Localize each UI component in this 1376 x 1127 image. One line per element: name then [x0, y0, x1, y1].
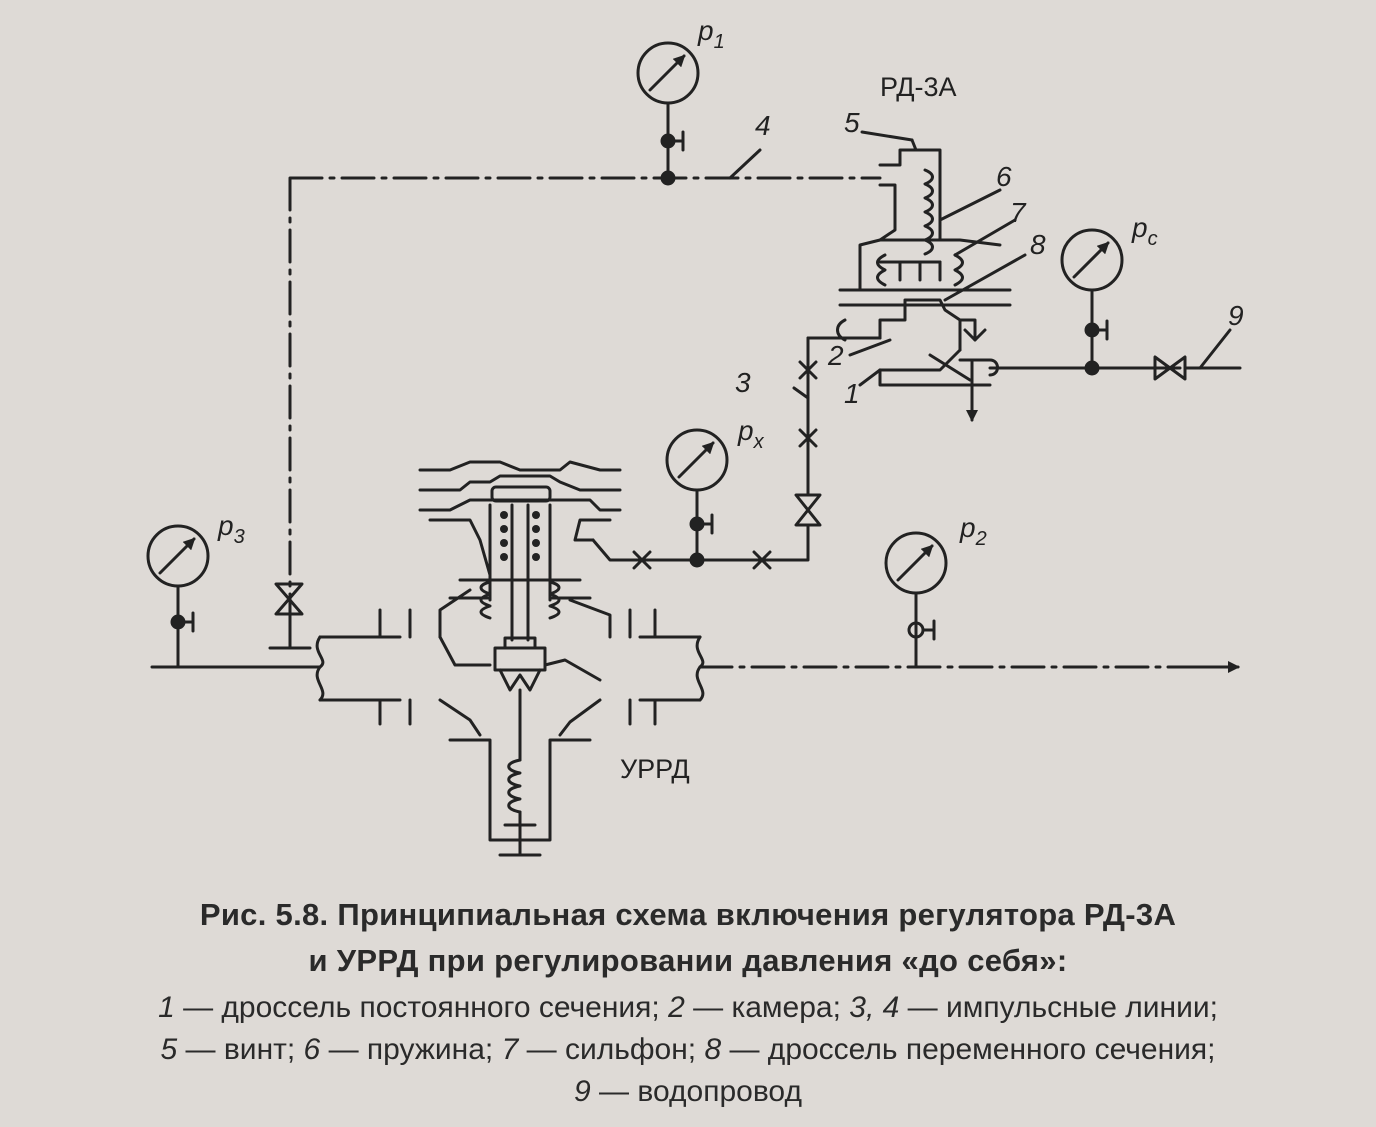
label-3: 3 — [735, 367, 751, 398]
legend-line-3: 9 — водопровод — [574, 1075, 802, 1108]
label-1: 1 — [844, 378, 860, 409]
water-line-9 — [1153, 328, 1242, 381]
caption-line-2: и УРРД при регулировании давления «до се… — [308, 943, 1068, 978]
label-p1: p1 — [697, 15, 725, 53]
legend-line-2: 5 — винт; 6 — пружина; 7 — сильфон; 8 — … — [160, 1033, 1216, 1066]
label-4: 4 — [755, 110, 771, 141]
label-6: 6 — [996, 161, 1012, 192]
legend-line-1: 1 — дроссель постоянного сечения; 2 — ка… — [158, 991, 1218, 1024]
rd3a-regulator — [836, 138, 1182, 422]
label-p2: p2 — [959, 512, 987, 550]
label-7: 7 — [1010, 197, 1027, 228]
figure-legend: 1 — дроссель постоянного сечения; 2 — ка… — [0, 987, 1376, 1113]
schematic-diagram: p1 p3 px p2 pc 4 5 6 7 8 9 2 1 3 РД-3А У… — [146, 15, 1244, 857]
gauge-p1 — [636, 41, 700, 186]
gauge-pc — [1060, 228, 1124, 376]
label-urrd: УРРД — [620, 754, 690, 784]
gauge-p3 — [146, 524, 210, 669]
gauge-px — [665, 428, 729, 568]
label-8: 8 — [1030, 229, 1046, 260]
gauge-labels: p1 p3 px p2 pc — [217, 15, 1158, 550]
label-px: px — [737, 415, 765, 453]
impulse-line-3 — [591, 336, 882, 570]
label-p3: p3 — [217, 510, 245, 548]
label-pc: pc — [1131, 212, 1158, 250]
label-5: 5 — [844, 107, 860, 138]
valve-line-4 — [268, 582, 312, 650]
label-rd3a: РД-3А — [880, 72, 957, 102]
label-2: 2 — [827, 340, 844, 371]
figure-caption: Рис. 5.8. Принципиальная схема включения… — [0, 892, 1376, 984]
gauge-p2 — [884, 531, 948, 669]
label-9: 9 — [1228, 300, 1244, 331]
urrd-regulator — [315, 460, 705, 857]
device-labels: РД-3А УРРД — [620, 72, 957, 784]
caption-line-1: Рис. 5.8. Принципиальная схема включения… — [199, 897, 1177, 932]
impulse-line-4 — [288, 176, 882, 630]
number-labels: 4 5 6 7 8 9 2 1 3 — [735, 107, 1244, 409]
